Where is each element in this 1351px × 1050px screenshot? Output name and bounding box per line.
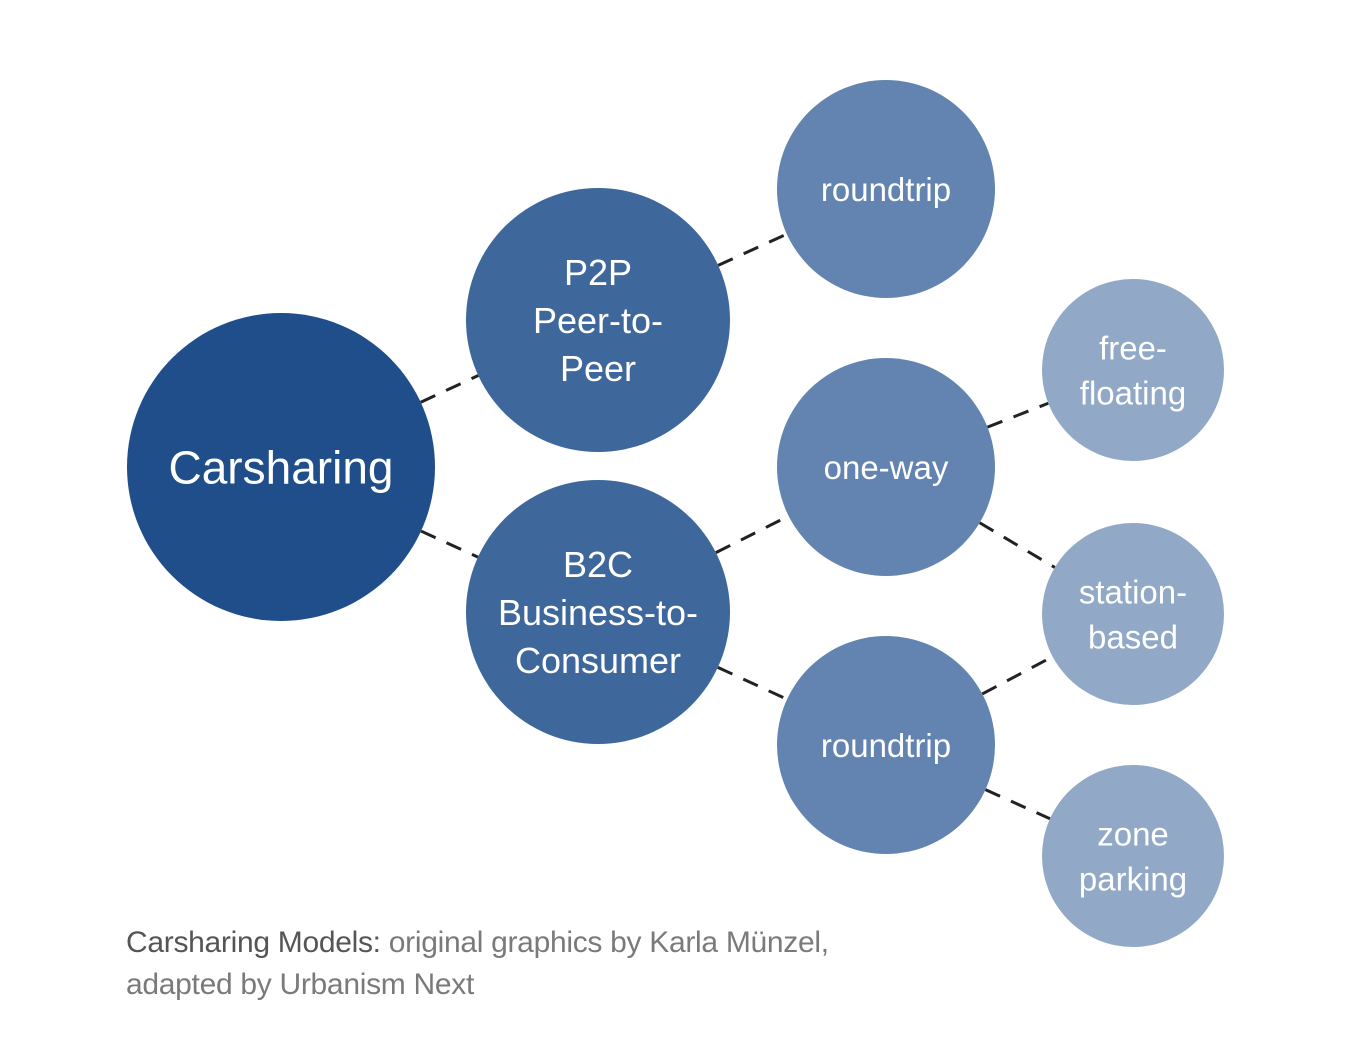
node-p2p: P2P Peer-to- Peer xyxy=(466,188,730,452)
node-b2c: B2C Business-to- Consumer xyxy=(466,480,730,744)
node-zone-parking: zone parking xyxy=(1042,765,1224,947)
node-b2c-label: Consumer xyxy=(515,640,681,681)
node-zone-parking-label: zone xyxy=(1097,815,1169,852)
connector-p2p-to-p2p-roundtrip xyxy=(717,232,788,267)
node-station-based-label: station- xyxy=(1079,573,1187,610)
connector-b2c-to-b2c-roundtrip xyxy=(717,665,788,701)
connector-one-way-to-station-based xyxy=(978,521,1056,569)
node-b2c-circle xyxy=(466,480,730,744)
connector-root-to-p2p xyxy=(420,374,479,404)
node-p2p-label: Peer-to- xyxy=(533,300,663,341)
node-zone-parking-label: parking xyxy=(1079,860,1187,897)
node-one-way: one-way xyxy=(777,358,995,576)
node-station-based-label: based xyxy=(1088,618,1178,655)
connector-b2c-roundtrip-to-zone-parking xyxy=(984,788,1051,821)
caption-lead: Carsharing Models: xyxy=(126,926,381,959)
node-free-floating: free-floating xyxy=(1042,279,1224,461)
node-b2c-roundtrip-circle xyxy=(777,636,995,854)
node-p2p-label: P2P xyxy=(564,252,632,293)
connector-root-to-b2c xyxy=(420,529,479,559)
connector-b2c-to-one-way xyxy=(715,514,790,554)
node-free-floating-label: free- xyxy=(1099,329,1167,366)
node-root: Carsharing xyxy=(127,313,435,621)
caption-line2: adapted by Urbanism Next xyxy=(126,968,474,1001)
node-station-based-circle xyxy=(1042,523,1224,705)
node-b2c-label: B2C xyxy=(563,544,633,585)
node-root-label: Carsharing xyxy=(169,442,394,494)
node-one-way-label: one-way xyxy=(824,449,949,486)
node-p2p-circle xyxy=(466,188,730,452)
node-b2c-roundtrip: roundtrip xyxy=(777,636,995,854)
figure-caption: Carsharing Models: original graphics by … xyxy=(126,922,1026,1006)
node-one-way-circle xyxy=(777,358,995,576)
node-root-circle xyxy=(127,313,435,621)
connector-one-way-to-free-floating xyxy=(986,401,1049,429)
node-p2p-roundtrip-circle xyxy=(777,80,995,298)
node-p2p-roundtrip: roundtrip xyxy=(777,80,995,298)
node-station-based: station-based xyxy=(1042,523,1224,705)
node-b2c-roundtrip-label: roundtrip xyxy=(821,727,951,764)
node-b2c-label: Business-to- xyxy=(498,592,698,633)
node-p2p-label: Peer xyxy=(560,348,636,389)
node-free-floating-label: floating xyxy=(1080,374,1186,411)
connector-b2c-roundtrip-to-station-based xyxy=(981,655,1054,696)
caption-text: original graphics by Karla Münzel, xyxy=(380,926,829,959)
node-free-floating-circle xyxy=(1042,279,1224,461)
node-p2p-roundtrip-label: roundtrip xyxy=(821,171,951,208)
node-zone-parking-circle xyxy=(1042,765,1224,947)
